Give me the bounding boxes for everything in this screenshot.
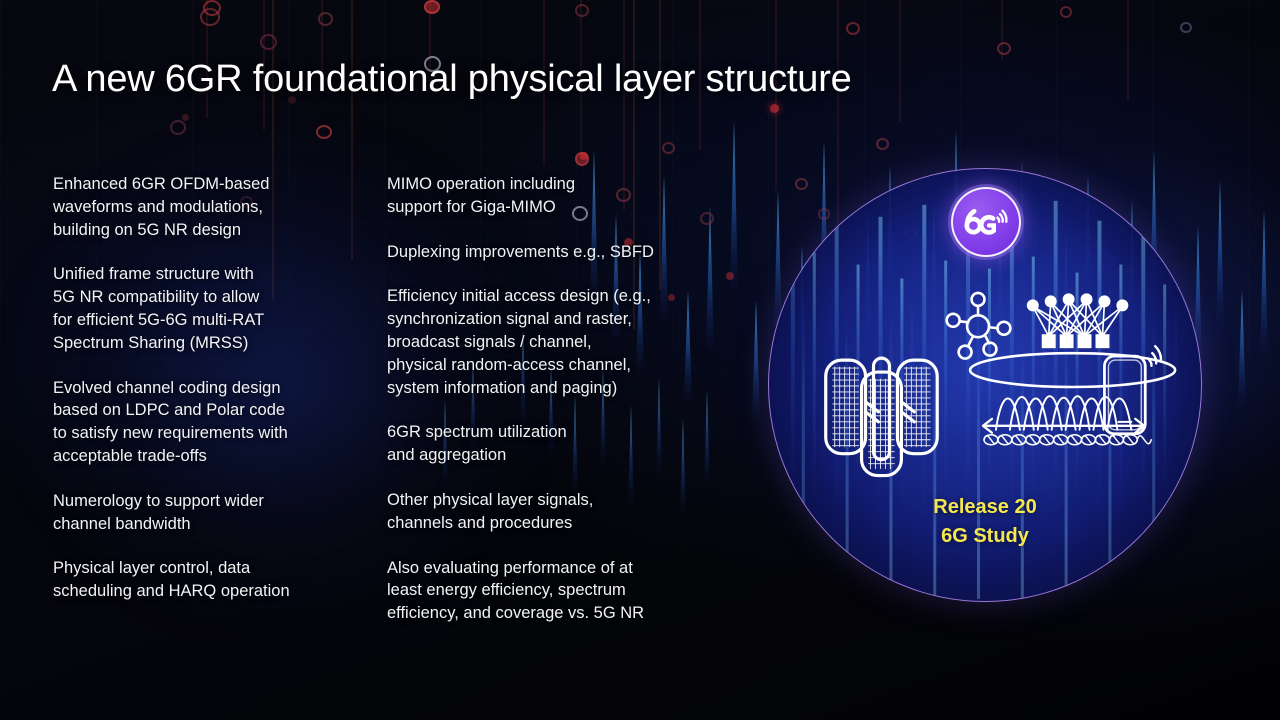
release-line-1: Release 20 (933, 496, 1037, 518)
network-node-hub-icon (945, 291, 1012, 360)
bullet-item: Unified frame structure with 5G NR compa… (53, 265, 265, 352)
bullet-item: Numerology to support wider channel band… (53, 491, 264, 533)
release-label: Release 20 6G Study (769, 493, 1201, 551)
bullet-item: Evolved channel coding design based on L… (53, 378, 288, 465)
bullet-item: MIMO operation including support for Gig… (387, 175, 576, 216)
hero-circle-graphic: Release 20 6G Study (768, 168, 1202, 602)
6g-badge (951, 187, 1021, 257)
mimo-beamforming-array-icon (1026, 293, 1129, 349)
bullet-item: Also evaluating performance of at least … (387, 558, 645, 623)
smartphone-signal-icon (1103, 344, 1163, 436)
page-title: A new 6GR foundational physical layer st… (52, 58, 852, 100)
6g-signal-logo-icon (964, 208, 1008, 235)
ofdm-subcarrier-waveform-icon (983, 395, 1152, 446)
antenna-array-tower-icon (824, 356, 939, 478)
bullet-item: Enhanced 6GR OFDM-based waveforms and mo… (53, 175, 270, 239)
coverage-ellipse-icon (968, 351, 1177, 389)
bullet-item: Physical layer control, data scheduling … (53, 559, 290, 601)
hero-technology-icons (824, 291, 1177, 478)
bullet-column-left: Enhanced 6GR OFDM-based waveforms and mo… (53, 173, 353, 625)
bullet-item: 6GR spectrum utilization and aggregation (387, 423, 567, 465)
bullet-column-right: MIMO operation including support for Gig… (387, 173, 692, 647)
bullet-item: Other physical layer signals, channels a… (387, 490, 594, 532)
bullet-item: Duplexing improvements e.g., SBFD (387, 242, 654, 261)
bullet-item: Efficiency initial access design (e.g., … (387, 287, 651, 397)
release-line-2: 6G Study (941, 525, 1029, 547)
